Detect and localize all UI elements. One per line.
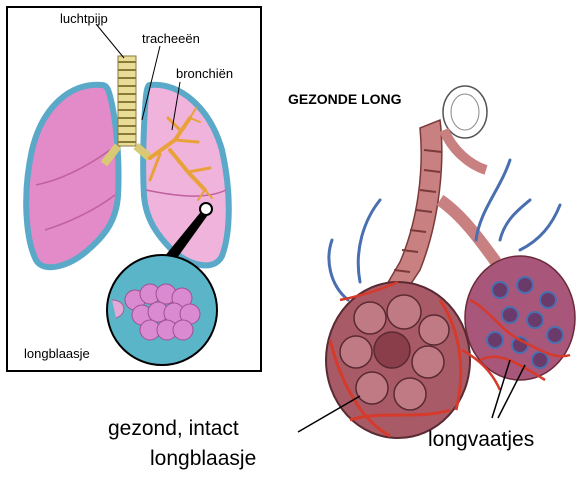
label-vessels: longvaatjes xyxy=(428,428,534,451)
label-alveolus-inset: longblaasje xyxy=(24,346,90,361)
alveolar-cluster-right xyxy=(465,256,575,380)
alveolus-inset xyxy=(107,255,217,365)
airway-illustration xyxy=(380,86,496,300)
zoom-target-circle xyxy=(200,203,212,215)
title-healthy-lung: GEZONDE LONG xyxy=(288,91,402,107)
label-tracheae: tracheeën xyxy=(142,31,200,46)
label-bronchi: bronchiën xyxy=(176,66,233,81)
label-healthy-line1: gezond, intact xyxy=(108,417,239,440)
label-trachea: luchtpijp xyxy=(60,11,108,26)
label-healthy-line2: longblaasje xyxy=(150,447,256,470)
